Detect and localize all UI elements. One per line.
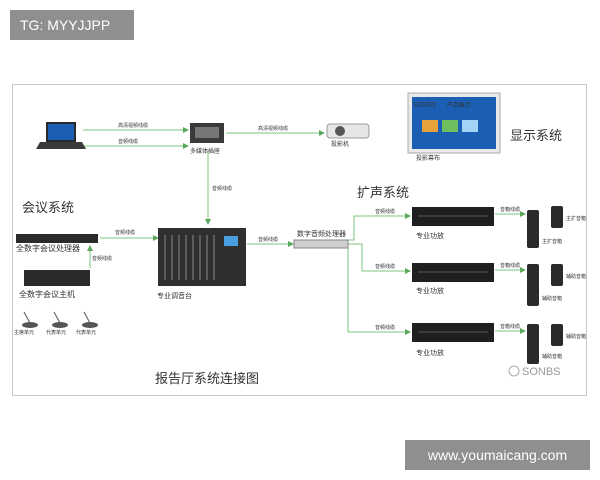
label-spk-3: 辅助音箱	[542, 295, 562, 302]
label-amp-3: 专业功放	[416, 348, 444, 357]
dsp-device	[293, 239, 349, 249]
cable-label: 音频线缆	[375, 324, 395, 331]
speaker-icon	[527, 226, 539, 248]
label-mixer: 专业调音台	[157, 291, 192, 300]
projection-screen	[407, 92, 501, 154]
diagram-frame	[12, 84, 587, 396]
brand-text: SONBS	[522, 366, 561, 378]
cable-label: 音箱线缆	[500, 206, 520, 213]
speaker-icon	[551, 264, 563, 286]
conference-host-device	[24, 270, 90, 286]
screen-text: 产品展示	[447, 101, 471, 109]
line-dsp-amp2	[348, 243, 411, 274]
conference-processor-device	[16, 234, 98, 243]
amplifier-2	[412, 263, 494, 282]
label-media-box: 多媒体插座	[190, 147, 220, 155]
speaker-icon	[527, 342, 539, 364]
label-mic-delegate-1: 代表单元	[46, 329, 66, 336]
label-spk-4: 辅助音箱	[566, 273, 586, 280]
cable-label: 音频线缆	[258, 236, 278, 243]
label-conf-processor: 全数字会议处理器	[16, 243, 80, 253]
cable-label: 音频线缆	[375, 208, 395, 215]
cable-label: 音箱线缆	[500, 262, 520, 269]
speaker-icon	[527, 264, 539, 286]
cable-label: 音频线缆	[115, 229, 135, 236]
mixer-device	[158, 228, 246, 286]
cable-label: 音频线缆	[212, 185, 232, 192]
label-conf-host: 全数字会议主机	[19, 289, 75, 299]
label-screen: 投影幕布	[416, 154, 440, 162]
delegate-mic-icon	[52, 311, 68, 328]
diagram-title: 报告厅系统连接图	[155, 371, 259, 387]
watermark-bottom-right: www.youmaicang.com	[405, 440, 590, 470]
watermark-top-left: TG: MYYJJPP	[10, 10, 134, 40]
label-spk-1: 主扩音箱	[542, 238, 562, 245]
amplifier-3	[412, 323, 494, 342]
label-amp-2: 专业功放	[416, 286, 444, 295]
sonbs-logo: SONBS	[508, 365, 561, 378]
label-mic-delegate-2: 代表单元	[76, 329, 96, 336]
microphone-units	[22, 311, 98, 328]
section-conference: 会议系统	[22, 201, 74, 216]
speakers	[527, 206, 563, 364]
delegate-mic-icon	[82, 311, 98, 328]
label-spk-2: 主扩音箱	[566, 215, 586, 222]
chair-mic-icon	[22, 311, 38, 328]
label-spk-5: 辅助音箱	[542, 353, 562, 360]
projector-device	[326, 123, 370, 139]
section-sound: 扩声系统	[357, 186, 409, 201]
cable-label: 音箱线缆	[500, 323, 520, 330]
label-amp-1: 专业功放	[416, 231, 444, 240]
label-mic-chair: 主席单元	[14, 329, 34, 336]
label-spk-6: 辅助音箱	[566, 333, 586, 340]
cable-label: 音频线缆	[375, 263, 395, 270]
screen-brand: SONBS	[413, 102, 436, 109]
section-display: 显示系统	[510, 129, 562, 144]
line-dsp-amp3	[347, 248, 411, 335]
cable-label: 音频线缆	[92, 255, 112, 262]
line-dsp-amp1	[348, 213, 411, 241]
media-box-device	[190, 123, 224, 143]
speaker-icon	[527, 284, 539, 306]
cable-label: 高清视频线缆	[118, 122, 148, 129]
cable-label: 高清视频线缆	[258, 125, 288, 132]
speaker-icon	[527, 324, 539, 346]
label-projector: 投影机	[331, 140, 349, 148]
connection-lines	[83, 127, 526, 335]
amplifier-1	[412, 207, 494, 226]
cable-label: 音频线缆	[118, 138, 138, 145]
speaker-icon	[551, 206, 563, 228]
speaker-icon	[551, 324, 563, 346]
laptop-device	[36, 122, 86, 149]
label-dsp: 数字音频处理器	[297, 229, 346, 238]
